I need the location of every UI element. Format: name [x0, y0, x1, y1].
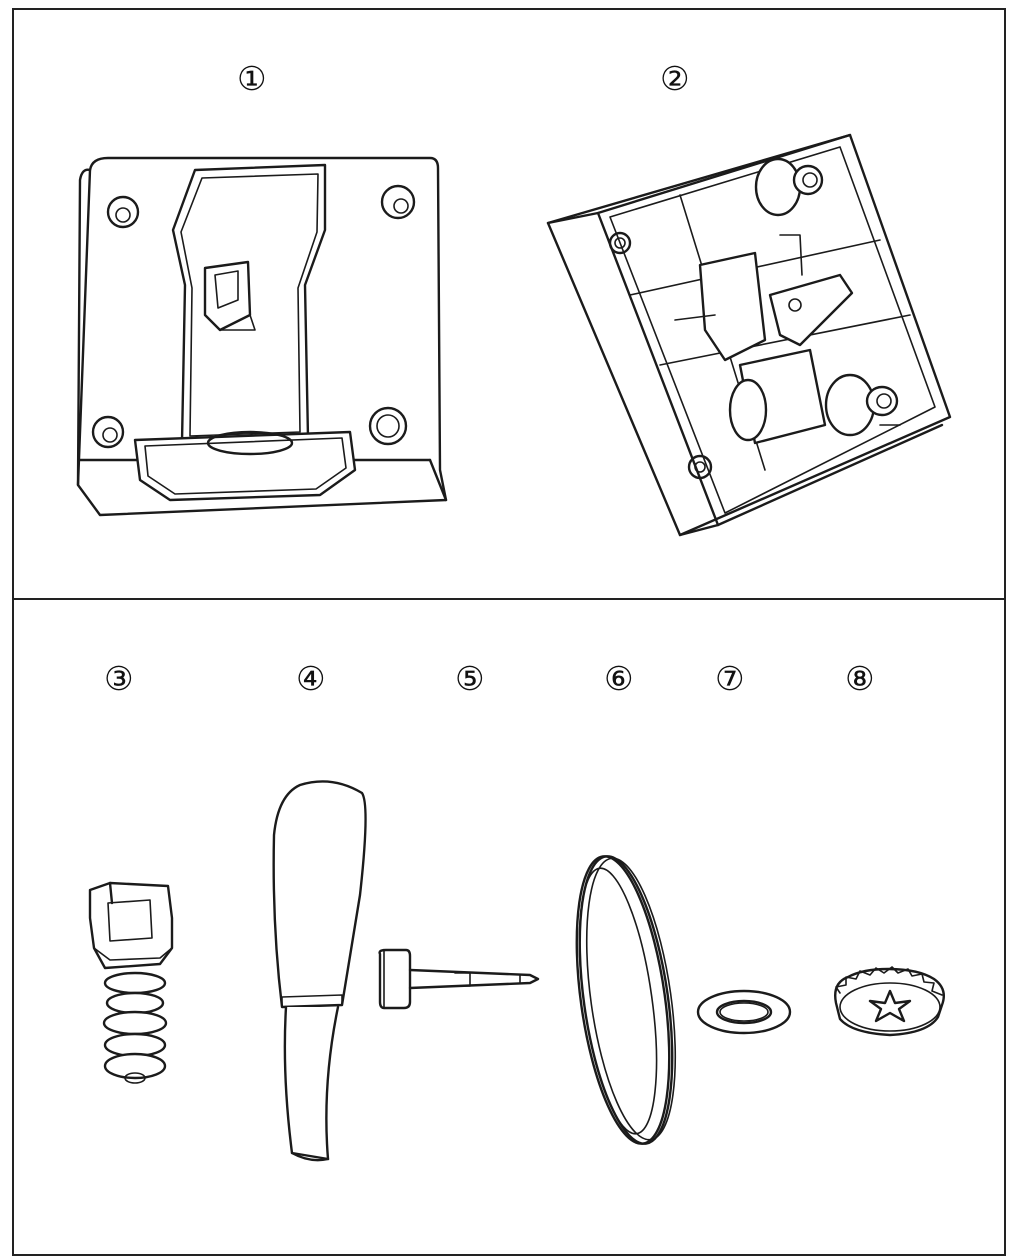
- handle-grip-icon: [272, 780, 367, 1162]
- threaded-connector-icon: [88, 881, 174, 1084]
- label-part-8: ⑧: [845, 659, 875, 698]
- label-part-4: ④: [296, 659, 326, 698]
- label-part-2: ②: [660, 59, 690, 98]
- washer-icon: [696, 989, 792, 1035]
- label-part-6: ⑥: [604, 659, 634, 698]
- mounting-bracket-icon: [76, 156, 448, 517]
- diagram-frame: [12, 8, 1006, 1256]
- housing-box-icon: [546, 133, 952, 537]
- pin-icon: [378, 948, 540, 1010]
- label-part-7: ⑦: [715, 659, 745, 698]
- label-part-5: ⑤: [455, 659, 485, 698]
- serrated-lock-nut-icon: [834, 966, 945, 1037]
- label-part-1: ①: [237, 59, 267, 98]
- section-divider: [12, 598, 1006, 600]
- label-part-3: ③: [104, 659, 134, 698]
- seal-ring-icon: [575, 855, 677, 1145]
